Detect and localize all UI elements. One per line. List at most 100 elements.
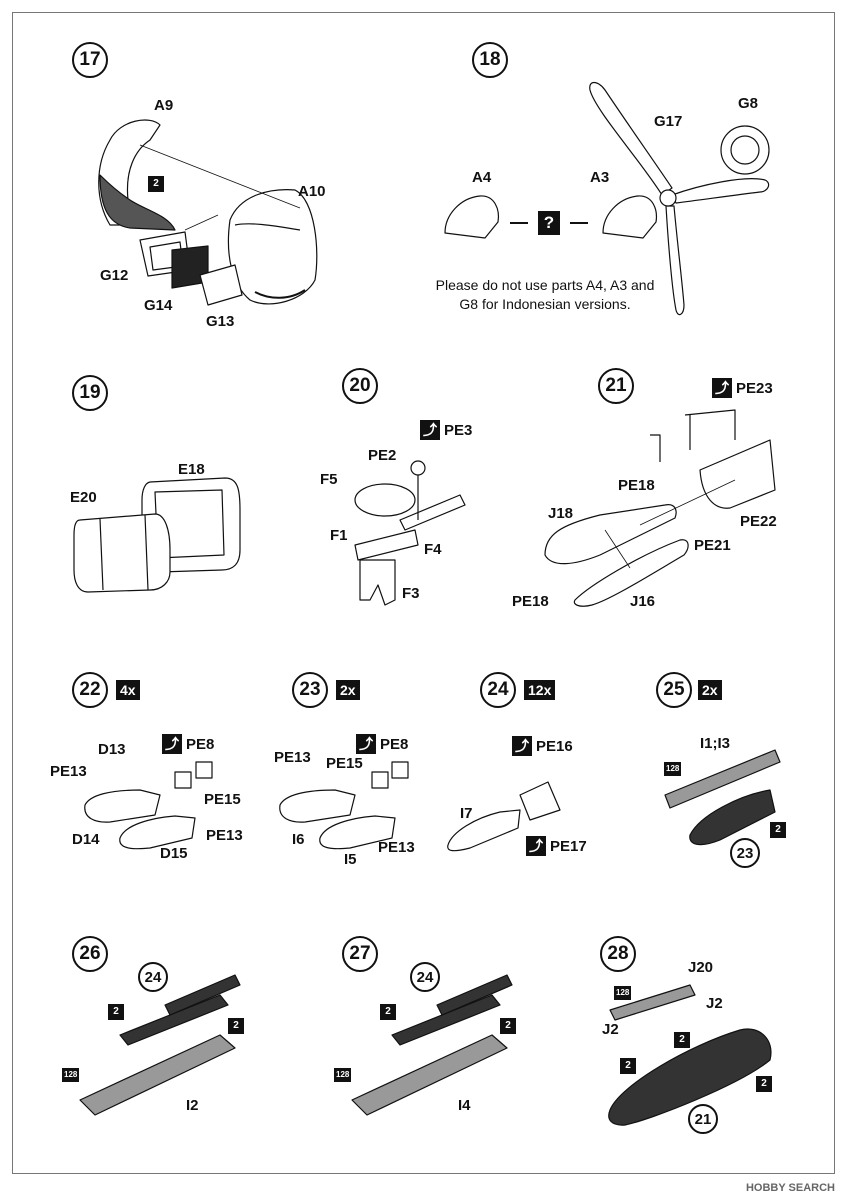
part-label-e20: E20 <box>70 489 97 506</box>
step-number-17: 17 <box>72 42 108 78</box>
bomb-assembly-23 <box>279 761 409 850</box>
step-number-18: 18 <box>472 42 508 78</box>
part-label-i7: I7 <box>460 805 473 822</box>
unknown-option-mark: ? <box>538 211 560 235</box>
part-label-pe3: PE3 <box>444 421 473 439</box>
part-label-j16: J16 <box>630 593 656 610</box>
bomb-carrier-27 <box>351 974 513 1116</box>
part-label-pe13-c: PE13 <box>274 749 311 766</box>
part-label-pe23: PE23 <box>736 379 773 397</box>
step-number-20: 20 <box>342 368 378 404</box>
paint-callout: 2 <box>500 1018 516 1034</box>
part-label-i2: I2 <box>186 1097 199 1114</box>
version-note: Please do not use parts A4, A3 and G8 fo… <box>435 277 655 312</box>
part-label-pe8: PE8 <box>186 735 215 753</box>
part-label-i1-i3: I1;I3 <box>700 735 731 752</box>
instruction-sheet-frame <box>12 12 835 1174</box>
drop-tank-assembly <box>544 409 776 607</box>
small-bomb-assembly <box>447 781 561 852</box>
part-label-pe21: PE21 <box>694 537 731 554</box>
part-label-pe15-22: PE15 <box>204 791 241 808</box>
step-number-26: 26 <box>72 936 108 972</box>
part-label-i5: I5 <box>344 851 357 868</box>
part-label-a4: A4 <box>472 169 492 186</box>
part-label-d15: D15 <box>160 845 188 862</box>
paint-callout: 128 <box>664 762 682 776</box>
step-number-24: 24 <box>480 672 516 708</box>
photo-etch-label-pe16: ⤴ PE16 <box>512 736 573 756</box>
seat-cushion-assembly <box>73 477 241 593</box>
step-number-25: 25 <box>656 672 692 708</box>
part-label-a9: A9 <box>154 97 174 114</box>
step-number-27: 27 <box>342 936 378 972</box>
part-label-pe22: PE22 <box>740 513 777 530</box>
step-number-22: 22 <box>72 672 108 708</box>
part-label-pe18-top: PE18 <box>618 477 655 494</box>
paint-callout: 2 <box>770 822 786 838</box>
gun-mount-assembly <box>354 460 466 606</box>
part-label-j2-left: J2 <box>602 1021 619 1038</box>
part-label-pe18-bottom: PE18 <box>512 593 549 610</box>
quantity-badge-25: 2x <box>698 680 722 700</box>
sub-assembly-reference-23: 23 <box>730 838 760 868</box>
part-label-a3: A3 <box>590 169 610 186</box>
part-label-g14: G14 <box>144 297 173 314</box>
part-label-i4: I4 <box>458 1097 471 1114</box>
quantity-badge-24: 12x <box>524 680 556 700</box>
step-number-19: 19 <box>72 375 108 411</box>
paint-callout: 2 <box>756 1076 772 1092</box>
part-label-e18: E18 <box>178 461 205 478</box>
paint-callout: 2 <box>380 1004 396 1020</box>
photo-etch-label-pe3: ⤴ PE3 <box>420 420 472 440</box>
step-number-23: 23 <box>292 672 328 708</box>
part-label-g8: G8 <box>738 95 759 112</box>
part-label-f5: F5 <box>320 471 338 488</box>
part-label-d14: D14 <box>72 831 100 848</box>
part-label-f4: F4 <box>424 541 442 558</box>
part-label-a10: A10 <box>298 183 326 200</box>
part-label-g17: G17 <box>654 113 683 130</box>
paint-callout: 128 <box>334 1068 352 1082</box>
paint-callout: 2 <box>674 1032 690 1048</box>
sub-assembly-reference-24: 24 <box>410 962 440 992</box>
propeller-assembly <box>444 81 770 316</box>
drop-tank-rack-28 <box>608 984 772 1126</box>
paint-callout: 2 <box>148 176 164 192</box>
part-label-i6: I6 <box>292 831 305 848</box>
watermark: HOBBY SEARCH <box>745 1182 835 1194</box>
photo-etch-icon: ⤴ <box>420 420 440 440</box>
photo-etch-icon: ⤴ <box>512 736 532 756</box>
photo-etch-icon: ⤴ <box>356 734 376 754</box>
photo-etch-label-pe8-22: ⤴ PE8 <box>162 734 214 754</box>
part-label-g13: G13 <box>206 313 235 330</box>
paint-callout: 2 <box>108 1004 124 1020</box>
part-label-j20: J20 <box>688 959 714 976</box>
part-label-pe13-a: PE13 <box>50 763 87 780</box>
part-label-f1: F1 <box>330 527 348 544</box>
part-label-pe16: PE16 <box>536 737 573 755</box>
part-label-pe17: PE17 <box>550 837 587 855</box>
paint-callout: 128 <box>614 986 632 1000</box>
sub-assembly-reference-21: 21 <box>688 1104 718 1134</box>
step-number-28: 28 <box>600 936 636 972</box>
photo-etch-icon: ⤴ <box>526 836 546 856</box>
photo-etch-icon: ⤴ <box>712 378 732 398</box>
photo-etch-icon: ⤴ <box>162 734 182 754</box>
quantity-badge-23: 2x <box>336 680 360 700</box>
part-label-pe8: PE8 <box>380 735 409 753</box>
part-label-pe13-d: PE13 <box>378 839 415 856</box>
part-label-j18: J18 <box>548 505 574 522</box>
part-label-pe2: PE2 <box>368 447 397 464</box>
quantity-badge-22: 4x <box>116 680 140 700</box>
cowling-assembly <box>98 119 318 306</box>
part-label-j2-right: J2 <box>706 995 723 1012</box>
paint-callout: 128 <box>62 1068 80 1082</box>
step-number-21: 21 <box>598 368 634 404</box>
bomb-carrier-26 <box>79 974 241 1116</box>
photo-etch-label-pe8-23: ⤴ PE8 <box>356 734 408 754</box>
photo-etch-label-pe23: ⤴ PE23 <box>712 378 773 398</box>
part-label-d13: D13 <box>98 741 126 758</box>
part-label-g12: G12 <box>100 267 129 284</box>
sub-assembly-reference-24: 24 <box>138 962 168 992</box>
